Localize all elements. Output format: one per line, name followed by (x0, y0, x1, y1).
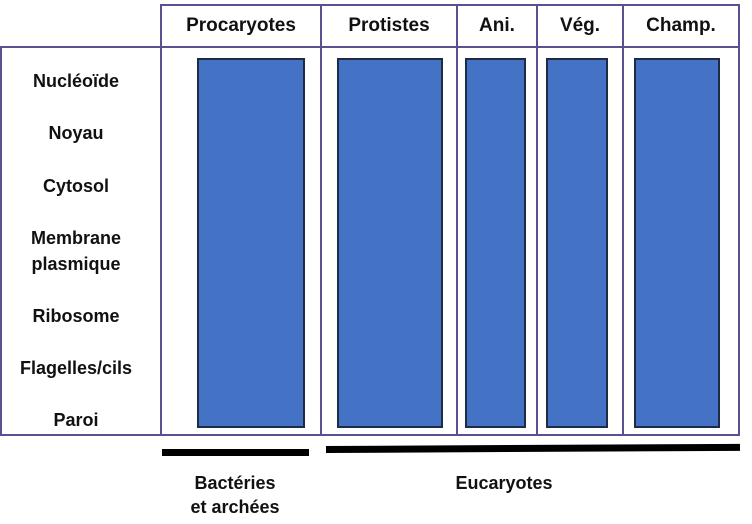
row-label-membrane-plasmique: Membrane plasmique (30, 228, 122, 274)
column-header-procaryotes: Procaryotes (186, 15, 296, 36)
row-label-flagelles-cils: Flagelles/cils (19, 358, 133, 378)
grid-line-top (160, 4, 740, 6)
grid-line-v5 (622, 4, 624, 436)
grid-line-right-edge (738, 4, 740, 436)
row-label-ribosome: Ribosome (32, 306, 120, 326)
grid-line-v4 (536, 4, 538, 436)
row-label-cytosol: Cytosol (42, 176, 109, 196)
row-label-noyau: Noyau (48, 123, 104, 143)
column-header-vegetaux: Vég. (559, 15, 601, 36)
group-bar-eukaryotes (325, 443, 741, 453)
row-label-paroi: Paroi (53, 410, 99, 430)
group-label-bacteria: Bactéries et archées (160, 471, 310, 519)
grid-line-header-bottom (0, 46, 740, 48)
column-box-vegetaux (546, 58, 608, 428)
column-box-protistes (337, 58, 443, 428)
group-bar-bacteria (162, 449, 309, 456)
group-label-bacteria-line2: et archées (190, 497, 280, 517)
grid-line-left-edge (0, 46, 2, 436)
column-header-animaux: Ani. (479, 15, 515, 36)
grid-line-v1 (160, 4, 162, 436)
column-box-procaryotes (197, 58, 305, 428)
column-header-champignons: Champ. (646, 15, 716, 36)
group-label-bacteria-line1: Bactéries (194, 473, 276, 493)
column-box-animaux (465, 58, 526, 428)
column-box-champignons (634, 58, 720, 428)
group-label-eukaryotes: Eucaryotes (455, 473, 553, 493)
column-header-protistes: Protistes (348, 15, 430, 36)
grid-line-v2 (320, 4, 322, 436)
row-label-nucleoide: Nucléoïde (32, 71, 120, 91)
grid-line-v3 (456, 4, 458, 436)
grid-line-bottom (0, 434, 740, 436)
